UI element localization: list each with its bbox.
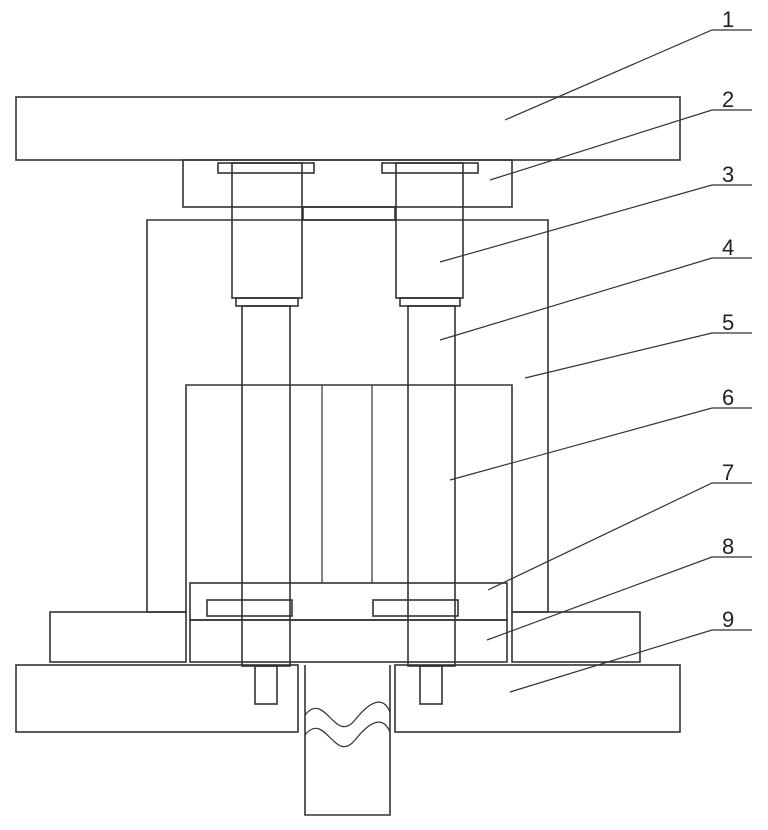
part-5-housing <box>146 219 549 613</box>
label-2: 2 <box>722 87 734 112</box>
label-8: 8 <box>722 534 734 559</box>
label-3: 3 <box>722 162 734 187</box>
shaft <box>304 665 391 816</box>
bolt-left <box>206 162 315 705</box>
base-flange-right <box>511 611 641 663</box>
part-9-bottom-plate-left <box>15 664 299 733</box>
part-7-plate <box>189 582 508 621</box>
part-1-top-plate <box>15 96 681 161</box>
base-flange <box>49 611 187 663</box>
label-6: 6 <box>722 385 734 410</box>
label-9: 9 <box>722 607 734 632</box>
bolt-right <box>372 162 479 705</box>
part-8-plate <box>189 619 508 663</box>
leader-lines <box>439 29 752 693</box>
part-9-bottom-plate-right <box>394 664 681 733</box>
label-1: 1 <box>722 7 734 32</box>
label-4: 4 <box>722 235 734 260</box>
label-7: 7 <box>722 460 734 485</box>
label-5: 5 <box>722 310 734 335</box>
